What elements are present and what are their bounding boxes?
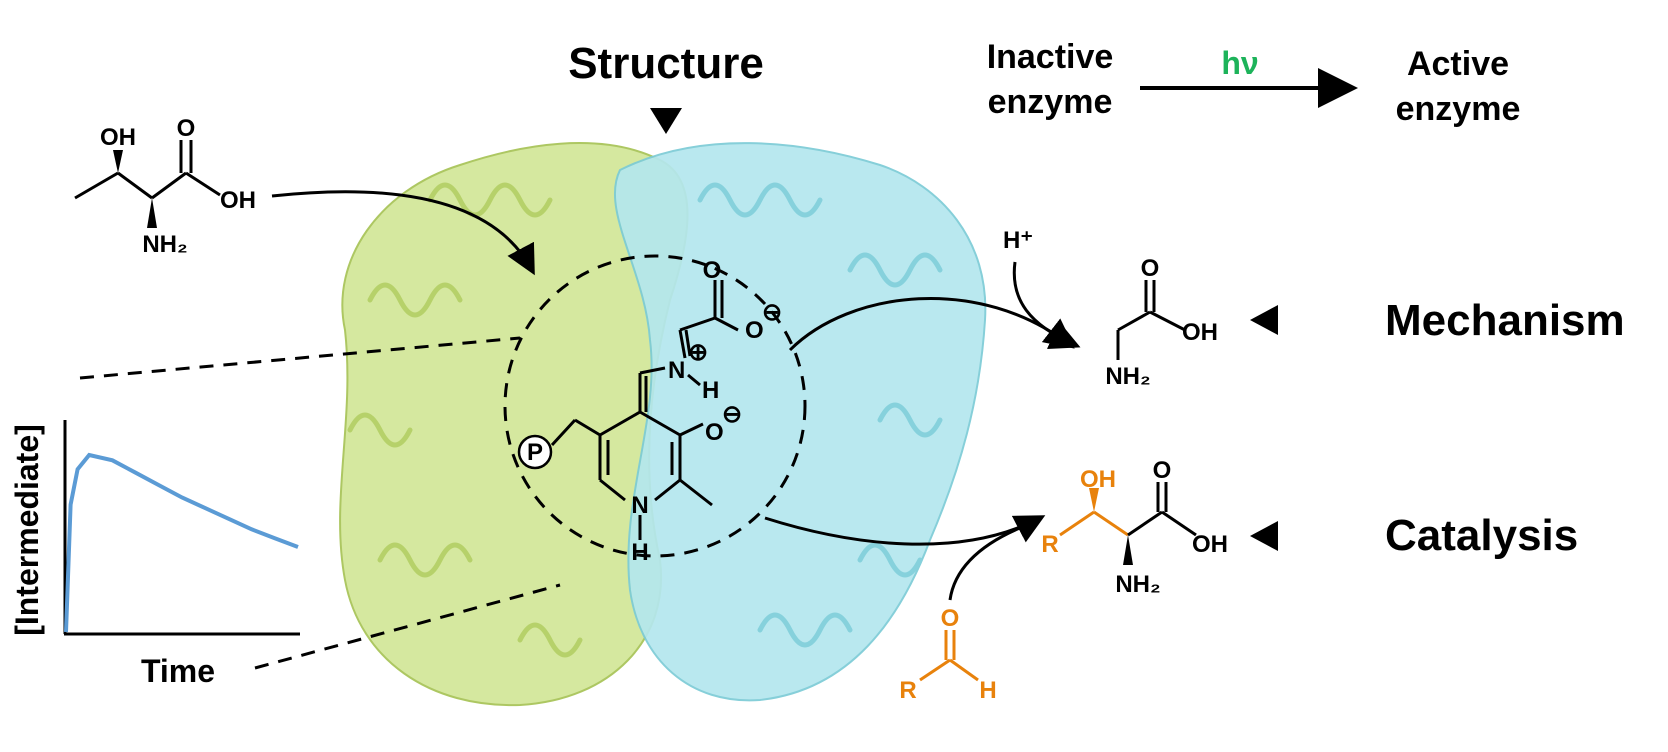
kinetic-plot: [Intermediate] Time bbox=[9, 420, 300, 689]
aldehyde-o: O bbox=[941, 605, 960, 632]
carboxylate-charge: ⊖ bbox=[762, 299, 782, 326]
glycine-oh: OH bbox=[1182, 319, 1218, 346]
phosphate-circle bbox=[517, 434, 553, 470]
catalysis-pointer-icon bbox=[1250, 521, 1278, 551]
product-carbonyl-o: O bbox=[1153, 457, 1172, 484]
aldehyde-arrow bbox=[948, 520, 1036, 601]
light-symbol: hν bbox=[1221, 45, 1258, 81]
product-r: R bbox=[1041, 531, 1058, 558]
aldehyde-molecule: O R H bbox=[899, 605, 996, 704]
phosphate-p: P bbox=[527, 439, 543, 466]
zoom-line-bottom bbox=[254, 583, 561, 670]
proton-arrow bbox=[1012, 261, 1081, 349]
protein-structure bbox=[339, 142, 987, 707]
aldehyde-r: R bbox=[899, 677, 916, 704]
product-molecule: OH R O OH NH₂ bbox=[1041, 457, 1228, 598]
photoactivation-scheme: Inactive enzyme hν Active enzyme bbox=[987, 38, 1521, 128]
inactive-label-line2: enzyme bbox=[988, 83, 1113, 121]
threonine-oh-side: OH bbox=[100, 124, 136, 151]
aldehyde-h: H bbox=[979, 677, 996, 704]
plot-curve bbox=[64, 452, 299, 633]
ring-h: H bbox=[631, 539, 648, 566]
zoom-line-top bbox=[79, 336, 521, 380]
threonine-carbonyl-o: O bbox=[177, 115, 196, 142]
structure-pointer-icon bbox=[650, 108, 682, 134]
product-acid-oh: OH bbox=[1192, 531, 1228, 558]
imine-h: H bbox=[702, 377, 719, 404]
phenolate-o: O bbox=[705, 419, 724, 446]
carboxylate-o: O bbox=[745, 317, 764, 344]
threonine-amine: NH₂ bbox=[142, 231, 187, 258]
active-label-line2: enzyme bbox=[1396, 90, 1521, 128]
mechanism-pointer-icon bbox=[1250, 305, 1278, 335]
protein-chain-cyan bbox=[614, 142, 987, 702]
glycine-carbonyl-o: O bbox=[1141, 255, 1160, 282]
threonine-molecule: OH O OH NH₂ bbox=[74, 115, 256, 258]
imine-n: N bbox=[668, 357, 685, 384]
product-oh-side: OH bbox=[1080, 466, 1116, 493]
catalysis-heading: Catalysis bbox=[1385, 511, 1578, 560]
carboxylate-o-top: O bbox=[703, 257, 722, 284]
active-site-circle bbox=[503, 254, 807, 558]
plot-ylabel: [Intermediate] bbox=[9, 424, 45, 636]
phenolate-charge: ⊖ bbox=[722, 401, 742, 428]
catalysis-arrow bbox=[764, 515, 1046, 546]
product-amine: NH₂ bbox=[1115, 571, 1160, 598]
substrate-entry-arrow bbox=[271, 190, 535, 276]
structure-heading: Structure bbox=[568, 39, 764, 88]
ring-n: N bbox=[631, 492, 648, 519]
glycine-molecule: O OH NH₂ bbox=[1105, 255, 1218, 390]
active-label-line1: Active bbox=[1407, 45, 1509, 83]
glycine-amine: NH₂ bbox=[1105, 363, 1150, 390]
imine-charge: ⊕ bbox=[688, 339, 708, 366]
threonine-acid-oh: OH bbox=[220, 187, 256, 214]
helix-hints-cyan bbox=[697, 182, 943, 648]
plot-xlabel: Time bbox=[141, 653, 215, 689]
mechanism-arrow bbox=[788, 296, 1075, 352]
mechanism-heading: Mechanism bbox=[1385, 296, 1625, 345]
inactive-label-line1: Inactive bbox=[987, 38, 1114, 76]
proton-label: H⁺ bbox=[1003, 227, 1033, 254]
helix-hints-green bbox=[347, 182, 583, 658]
plp-intermediate: P O O ⊖ N ⊕ H O ⊖ N H bbox=[517, 257, 782, 566]
